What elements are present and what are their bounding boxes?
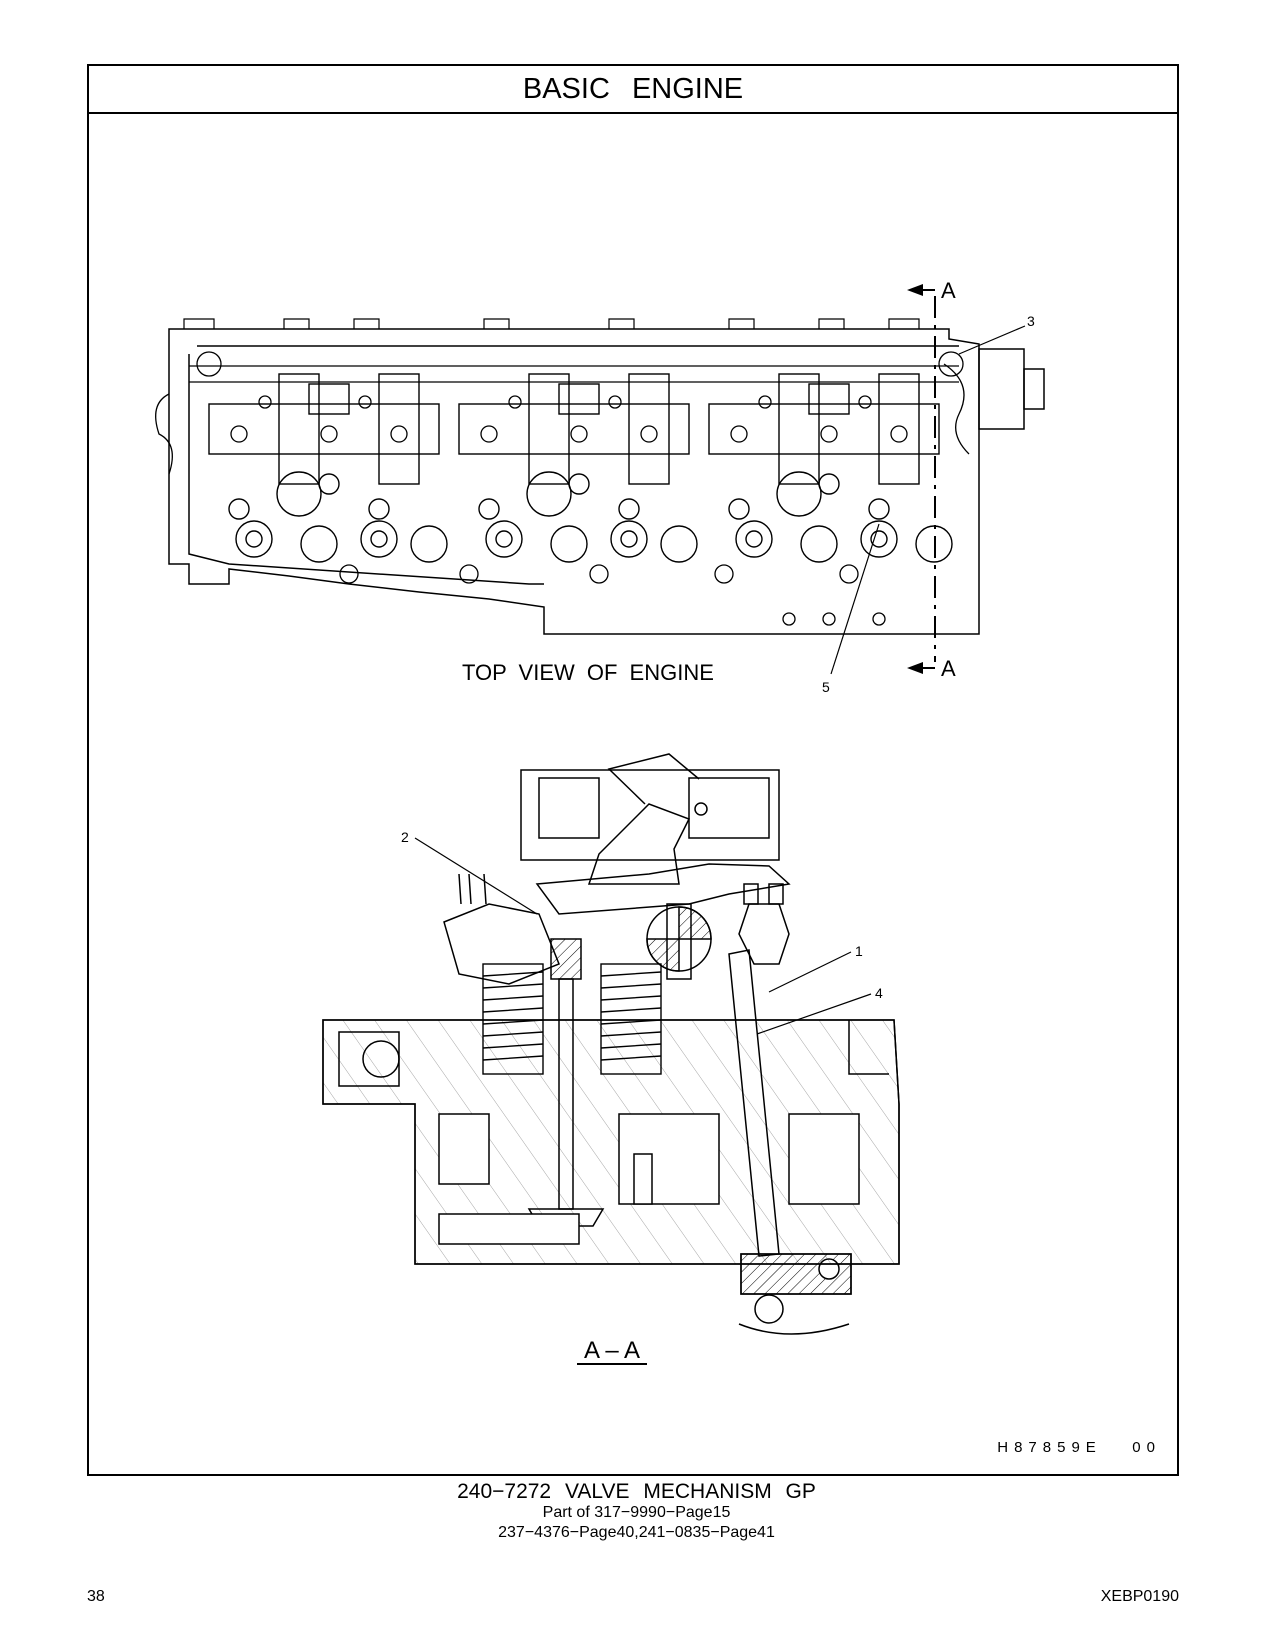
callout-2: 2	[401, 829, 409, 845]
engine-diagram: A A 3 5 TOP VIEW OF ENGINE	[155, 278, 1045, 1365]
callout-3: 3	[1027, 313, 1035, 329]
callout-1: 1	[855, 943, 863, 959]
section-marker-top: A	[941, 278, 956, 303]
section-view-drawing	[322, 753, 900, 1335]
document-id: XEBP0190	[1100, 1588, 1179, 1605]
section-marker-bottom: A	[941, 656, 956, 681]
page-number: 38	[87, 1588, 105, 1605]
callout-4: 4	[875, 985, 883, 1001]
top-view-drawing	[155, 318, 1045, 635]
figure-code: H87859E 00	[997, 1439, 1161, 1456]
section-view-leaders	[414, 837, 872, 1035]
top-view-leaders	[830, 325, 1026, 675]
page-title: BASIC ENGINE	[522, 73, 744, 105]
part-of-line: Part of 317−9990−Page15	[542, 1504, 731, 1521]
section-label: A – A	[584, 1337, 640, 1364]
group-title: 240−7272 VALVE MECHANISM GP	[457, 1480, 816, 1503]
callout-5: 5	[822, 679, 830, 695]
page-refs-line: 237−4376−Page40,241−0835−Page41	[498, 1524, 775, 1541]
header-bar: BASIC ENGINE	[89, 66, 1177, 114]
figure-frame: BASIC ENGINE	[87, 64, 1179, 1476]
section-line-a-a	[907, 284, 936, 674]
top-view-label: TOP VIEW OF ENGINE	[462, 660, 714, 685]
